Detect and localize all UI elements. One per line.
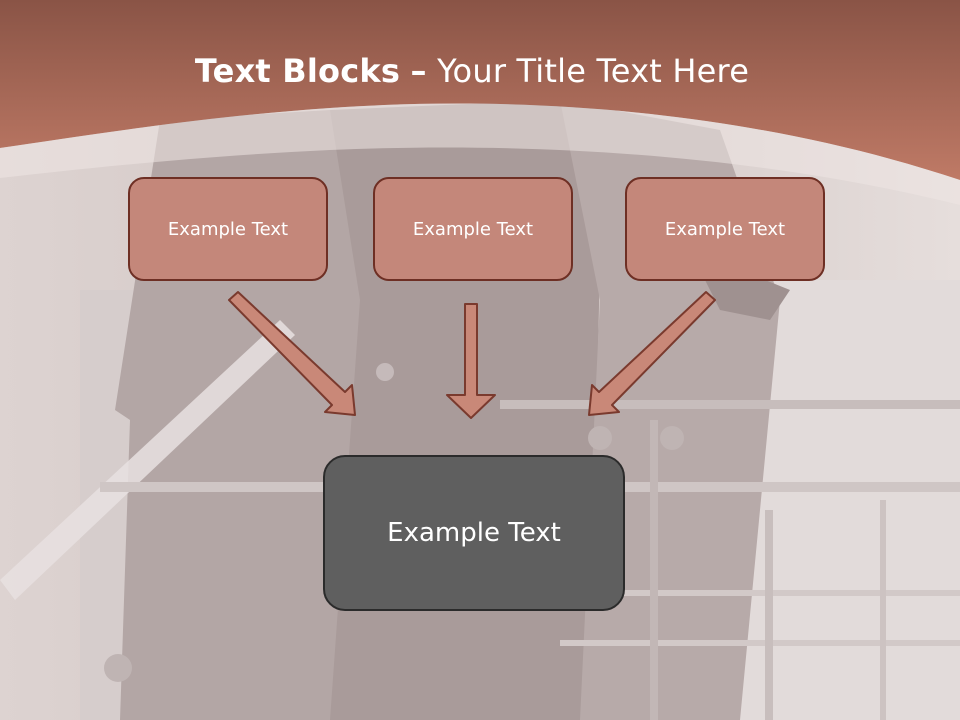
arrow-right-icon	[588, 291, 716, 416]
text-block-center-label: Example Text	[412, 218, 534, 240]
title-rest: Your Title Text Here	[437, 52, 750, 90]
arrow-left-icon	[228, 291, 356, 416]
text-block-bottom[interactable]: Example Text	[323, 455, 625, 611]
text-block-left-label: Example Text	[167, 218, 289, 240]
text-block-right-label: Example Text	[664, 218, 786, 240]
title-bold-part: Text Blocks	[194, 52, 401, 90]
slide-title: Text Blocks – Your Title Text Here	[0, 52, 944, 90]
text-block-left[interactable]: Example Text	[128, 177, 328, 281]
text-block-bottom-label: Example Text	[387, 518, 561, 548]
text-block-right[interactable]: Example Text	[625, 177, 825, 281]
title-dash: –	[410, 52, 427, 90]
arrow-down-icon	[446, 303, 496, 419]
text-block-center[interactable]: Example Text	[373, 177, 573, 281]
